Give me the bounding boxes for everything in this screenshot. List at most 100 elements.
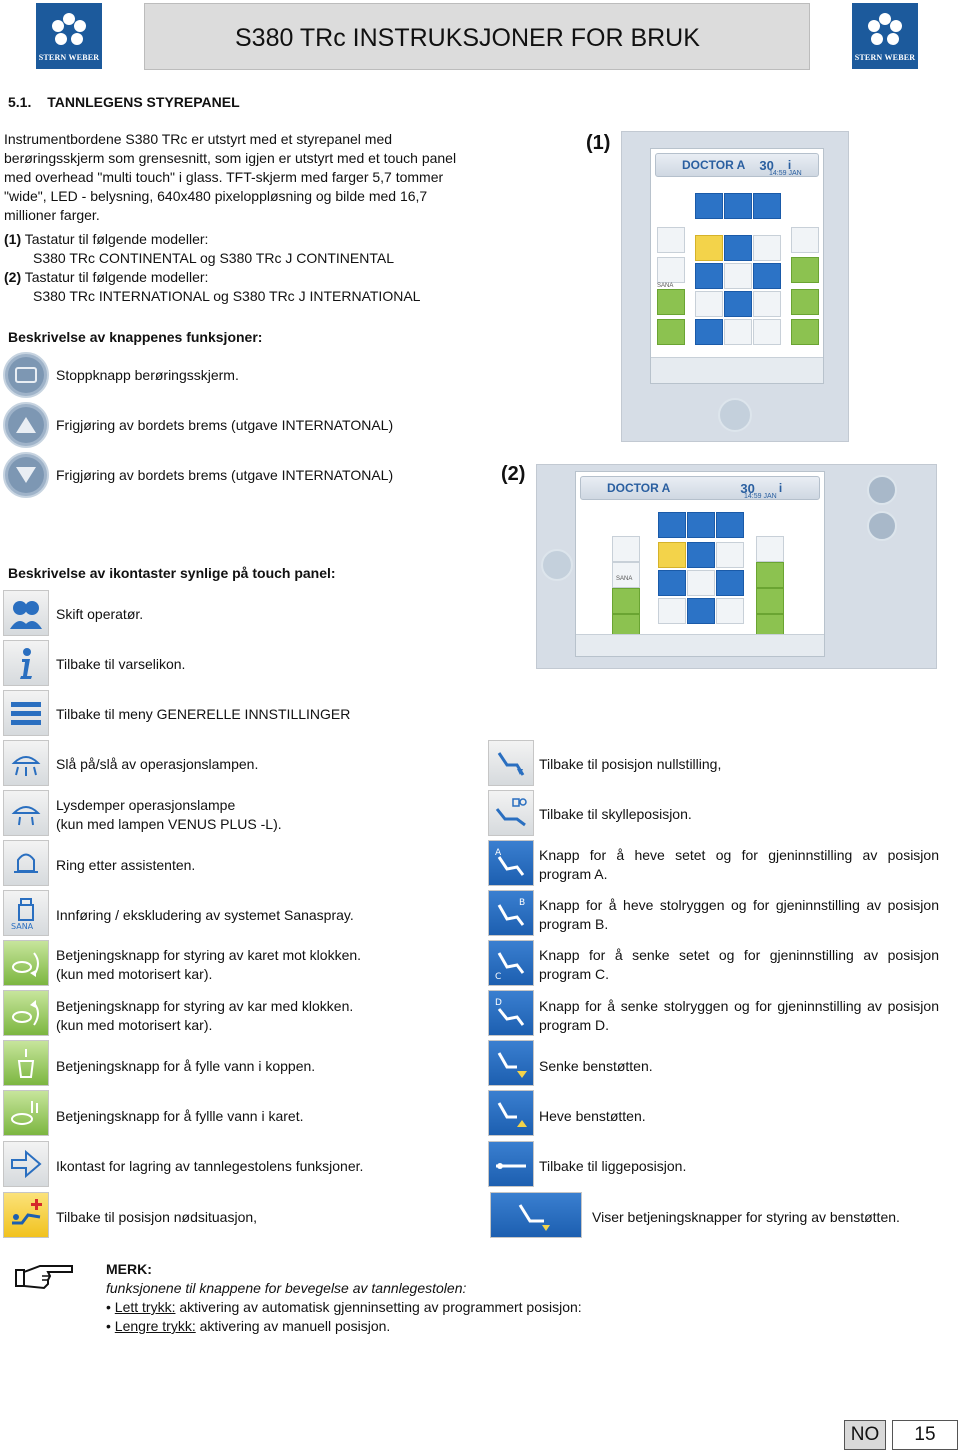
desc-line: (kun med motorisert kar). [56, 966, 213, 982]
legrest-buttons-desc: Viser betjeningsknapper for styring av b… [592, 1209, 900, 1225]
figure2-label: (2) [501, 463, 526, 485]
keyboard1-label: (1) [4, 231, 22, 247]
cup-fill-tile [3, 1040, 49, 1086]
grid-cell [756, 588, 784, 614]
grid-cell [695, 235, 723, 261]
chair-c-desc: Knapp for å senke setet og for gjeninnst… [539, 947, 939, 963]
flower-logo-icon [52, 12, 86, 45]
save-arrow-tile [3, 1141, 49, 1187]
note-bullet-text: aktivering av manuell posisjon. [195, 1318, 391, 1334]
grid-cell [791, 289, 819, 315]
grid-cell [716, 570, 744, 596]
bell-tile [3, 840, 49, 886]
header-bar: S380 TRc INSTRUKSJONER FOR BRUK [144, 3, 810, 70]
grid-cell [657, 319, 685, 345]
grid-cell [657, 289, 685, 315]
arrow-down-icon [16, 467, 36, 483]
desc-line: Betjeningsknapp for styring av kar med k… [56, 998, 354, 1014]
arrow-down-desc: Frigjøring av bordets brems (utgave INTE… [56, 467, 394, 483]
chair-zero-tile [488, 740, 534, 786]
bowl-ccw-icon [12, 952, 39, 977]
grid-cell [716, 542, 744, 568]
control-panel-figure2: DOCTOR A 30 i 14:59 JAN SANA [536, 464, 937, 669]
arrow-up-button[interactable] [867, 475, 897, 505]
grid-cell [695, 263, 723, 289]
intro-line: med overhead "multi touch" i glass. TFT-… [4, 169, 444, 185]
page-title: S380 TRc INSTRUKSJONER FOR BRUK [235, 24, 700, 52]
lamp-desc: Slå på/slå av operasjonslampen. [56, 756, 259, 772]
note-bullet: • Lengre trykk: aktivering av manuell po… [106, 1318, 391, 1334]
keyboard2-label: (2) [4, 269, 22, 285]
bell-icon [14, 853, 38, 873]
arrow-up-button-sample [3, 402, 49, 448]
grid-cell [716, 598, 744, 624]
stern-weber-logo-left: STERN WEBER [36, 3, 102, 69]
sanaspray-icon: SANA [11, 898, 34, 931]
bowl-ccw-tile [3, 940, 49, 986]
grid-cell [724, 235, 752, 261]
chair-a-desc: Knapp for å heve setet og for gjeninnsti… [539, 847, 939, 863]
legrest-up-desc: Heve benstøtten. [539, 1108, 646, 1124]
chair-b-desc-line2: program B. [539, 916, 609, 932]
grid-cell [753, 263, 781, 289]
grid-cell [724, 319, 752, 345]
bowl-fill-tile [3, 1090, 49, 1136]
sanaspray-tile: SANA [3, 890, 49, 936]
month: JAN [788, 170, 802, 177]
bowl-cw-tile [3, 990, 49, 1036]
arrow-down-button[interactable] [867, 511, 897, 541]
bowl-cw-desc: Betjeningsknapp for styring av kar med k… [56, 997, 353, 1035]
date-day: 30 [740, 480, 755, 496]
grid-cell [687, 570, 715, 596]
svg-text:B: B [519, 898, 525, 908]
grid-cell [657, 227, 685, 253]
intro-line: Instrumentbordene S380 TRc er utstyrt me… [4, 131, 393, 147]
intro-line: "wide", LED - belysning, 640x480 pixelop… [4, 188, 428, 204]
save-arrow-desc: Ikontast for lagring av tannlegestolens … [56, 1158, 364, 1174]
bowl-ccw-desc: Betjeningsknapp for styring av karet mot… [56, 946, 361, 984]
sana-label: SANA [657, 283, 674, 289]
page-number: 15 [892, 1420, 958, 1450]
grid-cell [791, 257, 819, 283]
grid-cell [756, 536, 784, 562]
emergency-tile [3, 1192, 49, 1238]
section-number: 5.1. [8, 94, 32, 110]
stop-button[interactable] [541, 549, 573, 581]
note-subtitle: funksjonene til knappene for bevegelse a… [106, 1280, 467, 1296]
grid-cell [791, 227, 819, 253]
chair-flat-icon [496, 1163, 526, 1169]
legrest-buttons-tile [490, 1192, 582, 1238]
desc-line: Lysdemper operasjonslampe [56, 797, 236, 813]
grid-cell [753, 193, 781, 219]
keyboard2-models: S380 TRc INTERNATIONAL og S380 TRc J INT… [33, 288, 421, 304]
legrest-up-tile [488, 1090, 534, 1136]
month: JAN [763, 493, 777, 500]
desc-line: (kun med motorisert kar). [56, 1017, 213, 1033]
grid-cell [724, 291, 752, 317]
icons-heading: Beskrivelse av ikontaster synlige på tou… [8, 565, 336, 581]
desc-line: (kun med lampen VENUS PLUS -L). [56, 816, 282, 832]
grid-cell [724, 193, 752, 219]
date-day: 30 [759, 157, 774, 173]
arrow-up-desc: Frigjøring av bordets brems (utgave INTE… [56, 417, 394, 433]
doctor-name: DOCTOR A [607, 481, 671, 495]
logo-text: STERN WEBER [38, 52, 100, 62]
info-tile [3, 640, 49, 686]
save-arrow-icon [11, 1149, 42, 1179]
sana-label: SANA [616, 576, 633, 582]
grid-cell [791, 319, 819, 345]
menu-tile [3, 690, 49, 736]
chair-flat-tile [488, 1141, 534, 1187]
info-icon [20, 648, 32, 679]
stop-button[interactable] [718, 398, 752, 432]
arrow-up-icon [16, 417, 36, 433]
grid-cell [687, 542, 715, 568]
models-list: (1) Tastatur til følgende modeller: S380… [4, 230, 474, 306]
info-icon: i [787, 158, 792, 172]
lamp-dimmer-desc: Lysdemper operasjonslampe (kun med lampe… [56, 796, 282, 834]
legrest-down-icon [497, 1052, 527, 1078]
note-title: MERK: [106, 1261, 152, 1277]
grid-cell [657, 257, 685, 283]
note-bullet-text: aktivering av automatisk gjenninsetting … [175, 1299, 582, 1315]
emergency-desc: Tilbake til posisjon nødsituasjon, [56, 1209, 258, 1225]
